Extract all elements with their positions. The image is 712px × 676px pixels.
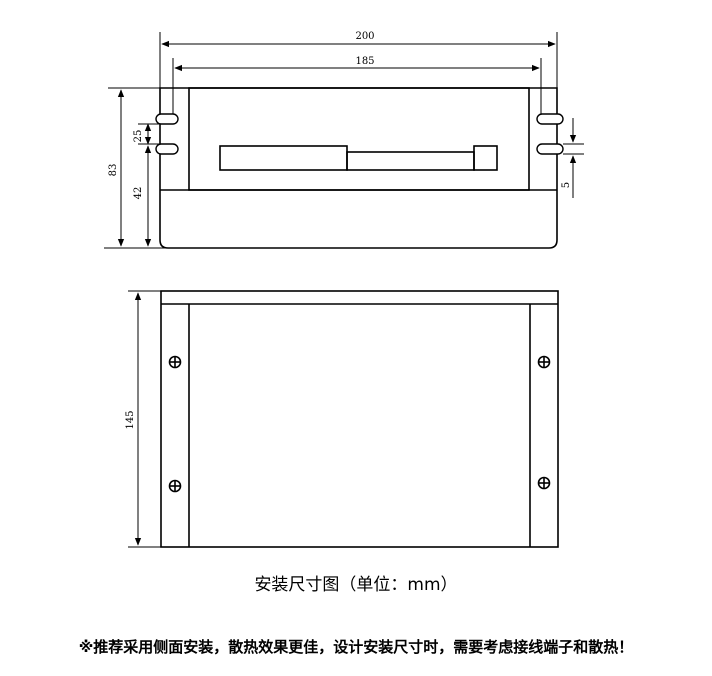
figure-caption: 安装尺寸图（单位：mm） [254, 575, 458, 595]
dim-label-200: 200 [355, 31, 374, 42]
dim-label-25: 25 [133, 130, 144, 143]
top-view-outline [160, 290, 559, 548]
dim-label-185: 185 [355, 56, 374, 67]
installation-note: ※推荐采用侧面安装，散热效果更佳，设计安装尺寸时，需要考虑接线端子和散热！ [78, 638, 634, 656]
side-view-inner-panel [188, 87, 530, 191]
side-view-body-outline [159, 87, 558, 249]
top-view: 145 [125, 290, 559, 548]
mounting-hole-icon [168, 479, 182, 493]
dim-label-83: 83 [108, 164, 119, 177]
left-mounting-slots [155, 113, 179, 155]
mounting-hole-icon [537, 355, 551, 369]
dim-label-42: 42 [133, 187, 144, 200]
mounting-hole-icon [168, 355, 182, 369]
side-view: 200 185 83 25 42 5 [104, 31, 584, 249]
mounting-hole-icon [537, 476, 551, 490]
dim-label-145: 145 [125, 410, 136, 429]
dim-label-5: 5 [561, 182, 572, 188]
terminal-block [219, 145, 498, 171]
right-mounting-slots [536, 113, 564, 155]
